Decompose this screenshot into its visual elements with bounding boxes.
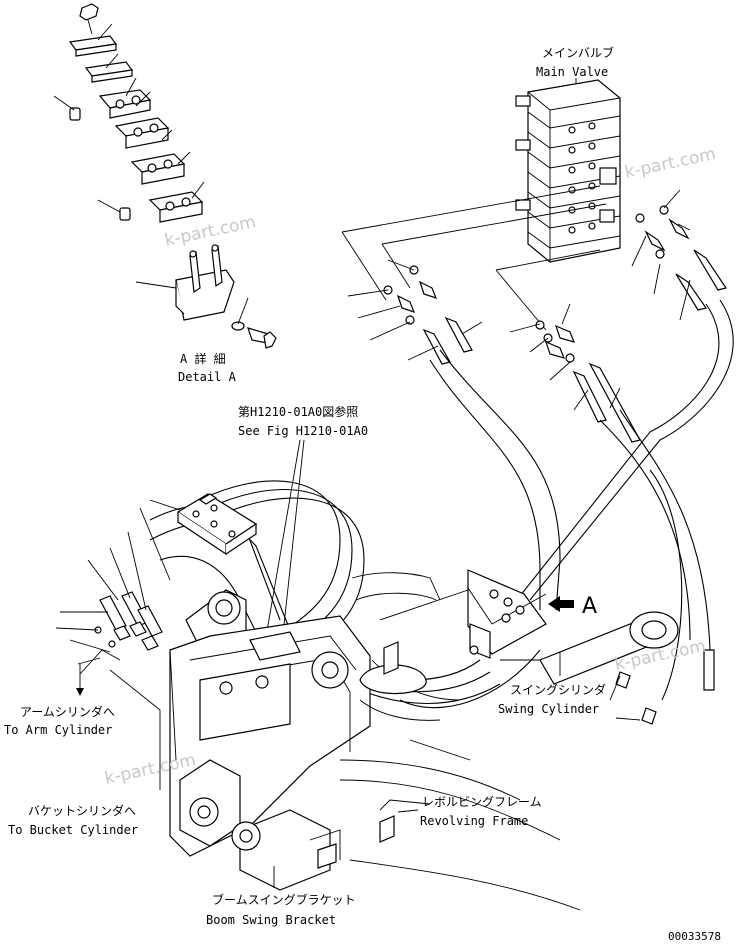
main-valve	[515, 78, 621, 263]
watermark-1: k-part.com	[623, 144, 718, 183]
bucket-cylinder-label-jp: バケットシリンダへ	[28, 803, 136, 818]
revolving-frame-label-jp: レボルビングフレーム	[422, 795, 542, 809]
drawing-number: 00033578	[668, 930, 721, 943]
arm-cylinder-label-en: To Arm Cylinder	[4, 723, 112, 737]
detail-a-exploded-view	[53, 3, 277, 349]
detail-a-label-jp: A 詳 細	[180, 351, 226, 366]
main-valve-label-en: Main Valve	[536, 65, 608, 79]
boom-swing-bracket	[169, 589, 371, 891]
view-a-label: A	[582, 594, 597, 619]
detail-a-label-en: Detail A	[178, 370, 237, 384]
swing-cylinder	[500, 611, 715, 725]
see-fig-label-en: See Fig H1210-01A0	[238, 424, 368, 438]
arm-bucket-fittings	[55, 499, 181, 675]
boom-swing-bracket-label-jp: ブームスイングブラケット	[212, 892, 356, 907]
see-fig-label-jp: 第H1210-01A0図参照	[238, 404, 358, 419]
hose-mount-block	[467, 569, 547, 659]
valve-fittings	[347, 189, 727, 443]
revolving-frame	[339, 572, 581, 911]
swing-cylinder-label-jp: スイングシリンダ	[510, 682, 606, 697]
bucket-cylinder-label-en: To Bucket Cylinder	[8, 823, 138, 837]
revolving-frame-label-en: Revolving Frame	[420, 814, 528, 828]
main-valve-label-jp: メインバルブ	[542, 45, 614, 60]
boom-swing-bracket-label-en: Boom Swing Bracket	[206, 913, 336, 927]
swing-cylinder-label-en: Swing Cylinder	[498, 702, 599, 716]
view-direction-arrow-icon	[548, 596, 574, 612]
hose-clamp-block	[176, 493, 258, 556]
arm-cylinder-label-jp: アームシリンダへ	[20, 704, 115, 719]
